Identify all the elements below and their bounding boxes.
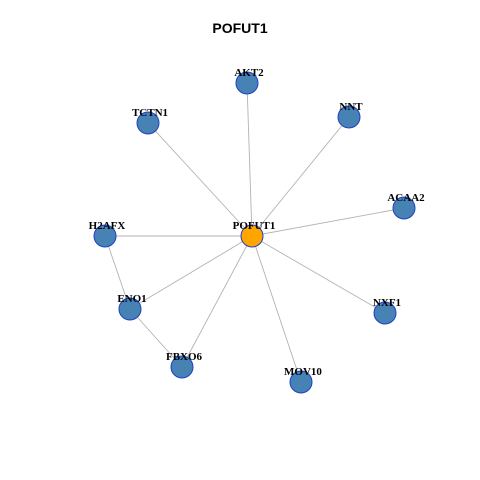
- edge-h2afx-eno1: [104, 235, 131, 310]
- node-label-h2afx: H2AFX: [89, 220, 126, 232]
- diagram-title: POFUT1: [212, 20, 268, 36]
- node-pofut1[interactable]: [240, 224, 264, 248]
- edge-pofut1-nxf1: [251, 235, 386, 314]
- node-tctn1[interactable]: [136, 111, 160, 135]
- node-label-nnt: NNT: [339, 101, 363, 113]
- edge-pofut1-nnt: [251, 116, 350, 237]
- node-label-acaa2: ACAA2: [387, 192, 425, 204]
- node-akt2[interactable]: [235, 71, 259, 95]
- edge-pofut1-akt2: [246, 82, 253, 237]
- node-label-tctn1: TCTN1: [132, 107, 168, 119]
- edge-layer: [104, 82, 405, 383]
- edge-eno1-fbxo6: [129, 308, 183, 368]
- edge-pofut1-tctn1: [147, 122, 253, 237]
- node-nnt[interactable]: [337, 105, 361, 129]
- node-eno1[interactable]: [118, 297, 142, 321]
- edge-pofut1-acaa2: [251, 207, 405, 237]
- edge-pofut1-mov10: [251, 235, 302, 383]
- node-nxf1[interactable]: [373, 301, 397, 325]
- node-label-akt2: AKT2: [234, 67, 264, 79]
- node-acaa2[interactable]: [392, 196, 416, 220]
- edge-pofut1-fbxo6: [181, 235, 253, 368]
- node-label-nxf1: NXF1: [373, 297, 401, 309]
- node-h2afx[interactable]: [93, 224, 117, 248]
- node-mov10[interactable]: [289, 370, 313, 394]
- node-label-pofut1: POFUT1: [233, 220, 276, 232]
- node-layer: [93, 71, 416, 394]
- node-label-mov10: MOV10: [284, 366, 322, 378]
- node-label-fbxo6: FBXO6: [166, 351, 203, 363]
- edge-pofut1-eno1: [129, 235, 253, 310]
- node-fbxo6[interactable]: [170, 355, 194, 379]
- node-label-eno1: ENO1: [117, 293, 146, 305]
